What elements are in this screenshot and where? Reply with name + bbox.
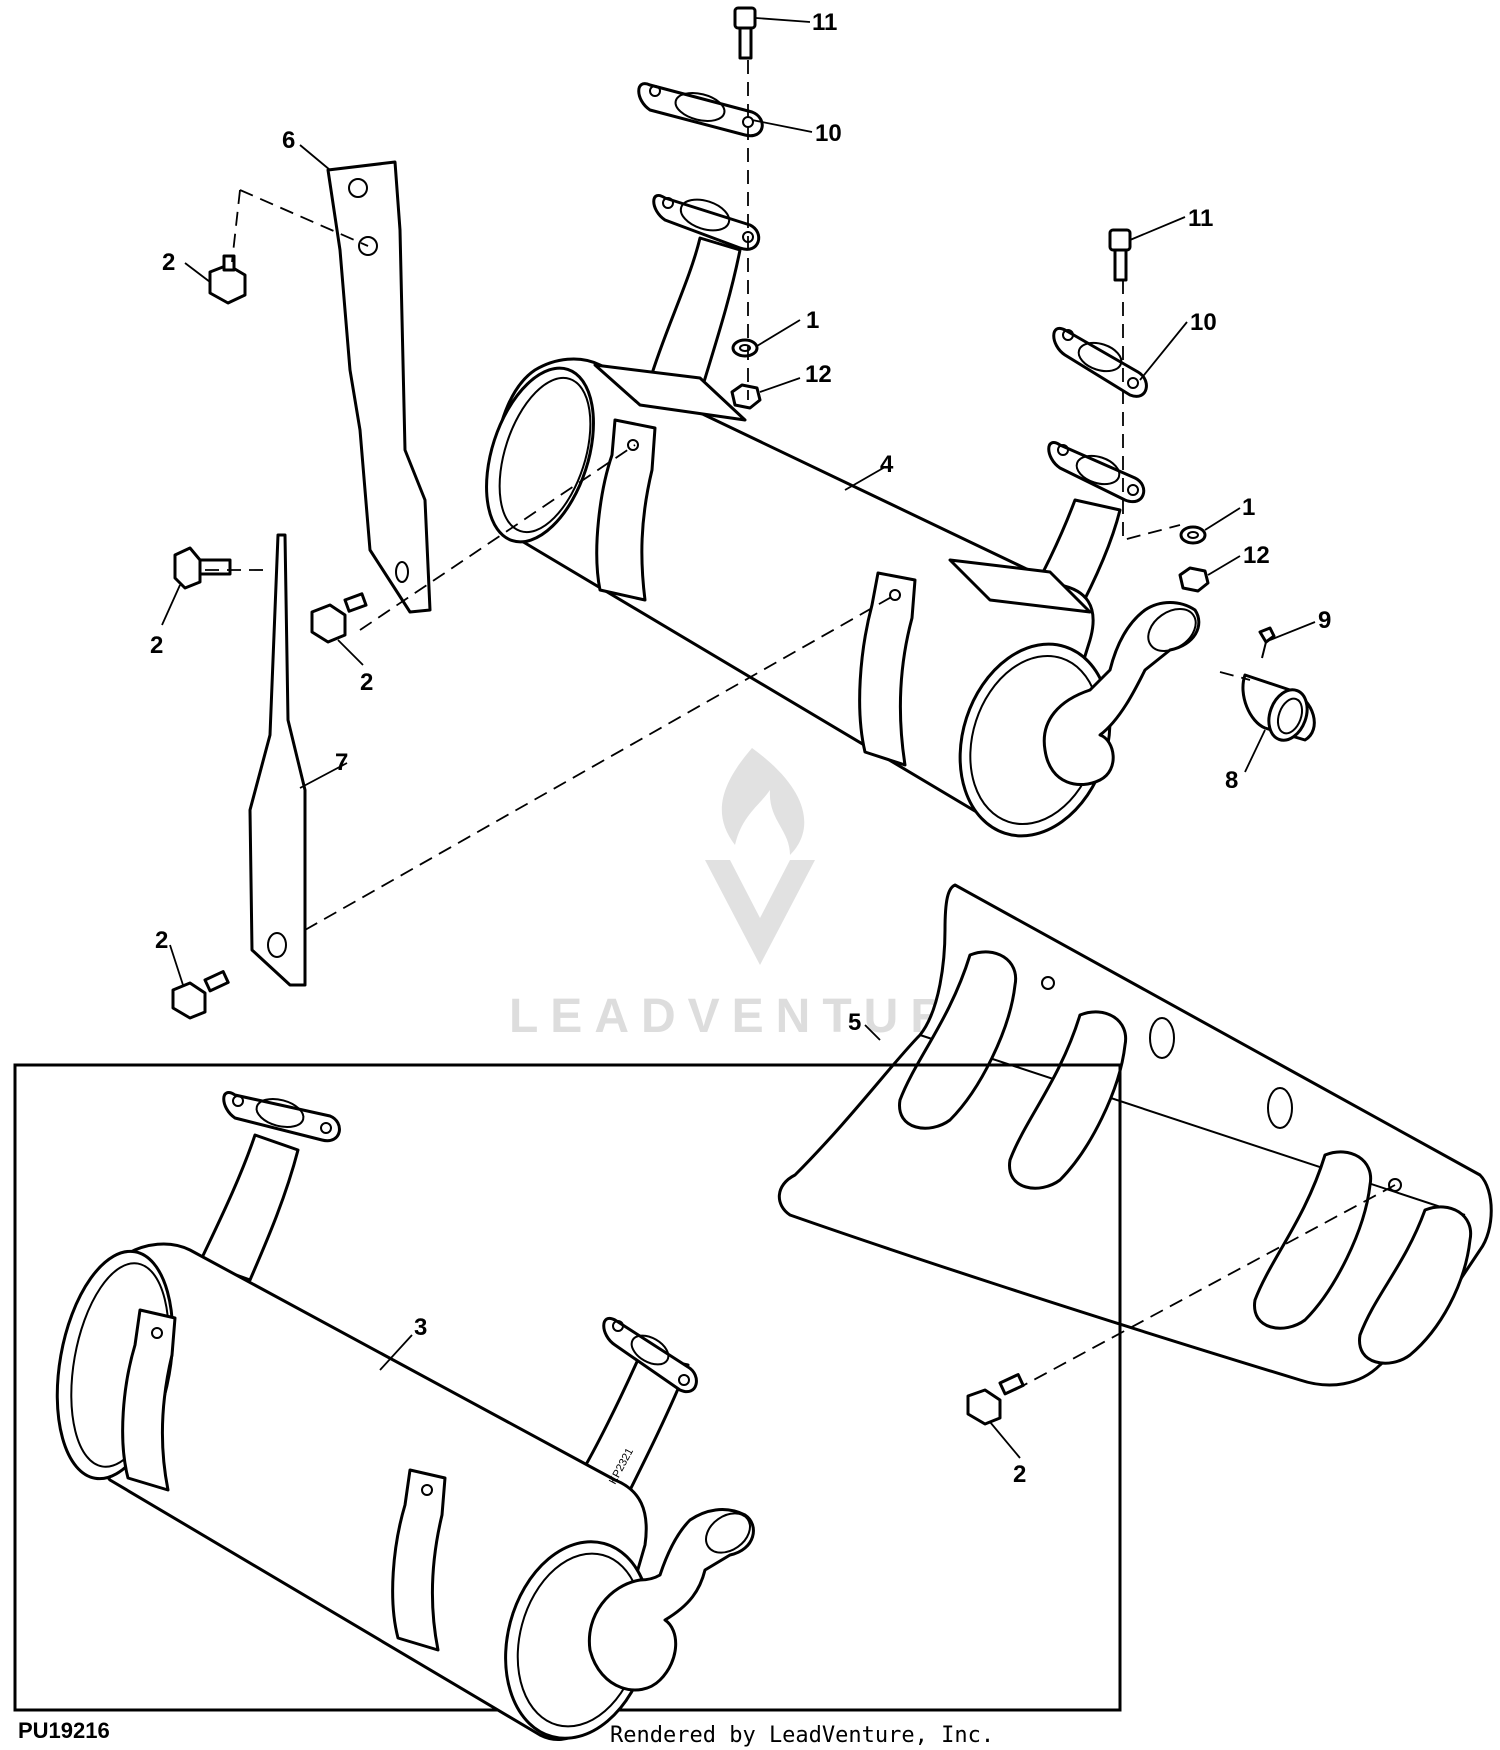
capscrew-right[interactable] <box>1108 228 1132 282</box>
muffler-assembly[interactable] <box>467 194 1204 855</box>
exhaust-clamp[interactable] <box>1241 673 1316 746</box>
callout-2-c: 2 <box>360 669 373 696</box>
callout-1-right: 1 <box>1242 494 1255 521</box>
callouts: 11 10 1 12 11 10 1 12 6 2 2 2 2 4 9 8 7 … <box>150 9 1331 1488</box>
callout-4: 4 <box>880 451 894 478</box>
capscrew-upper[interactable] <box>733 6 757 60</box>
gasket-upper[interactable] <box>637 82 764 138</box>
nut-upper[interactable] <box>730 383 762 410</box>
capscrew-2-c[interactable] <box>310 592 368 644</box>
callout-6: 6 <box>282 127 295 154</box>
assembly-lines <box>205 60 1396 1391</box>
callout-5: 5 <box>848 1009 861 1036</box>
capscrew-2-a[interactable] <box>208 254 247 305</box>
gasket-right[interactable] <box>1052 326 1148 398</box>
callout-7: 7 <box>335 749 348 776</box>
callout-10-upper: 10 <box>815 120 842 147</box>
inset-muffler-3[interactable]: KP2321 <box>41 1091 758 1750</box>
capscrew-2-e[interactable] <box>966 1373 1025 1426</box>
capscrew-2-b[interactable] <box>173 546 232 590</box>
nut-right[interactable] <box>1178 566 1210 593</box>
leader-lines <box>161 17 1316 1459</box>
callout-12-right: 12 <box>1243 542 1270 569</box>
lock-washer-upper[interactable] <box>731 338 759 358</box>
callout-9: 9 <box>1318 607 1331 634</box>
watermark-text: LEADVENTURE <box>509 990 1001 1043</box>
render-credit: Rendered by LeadVenture, Inc. <box>610 1723 994 1748</box>
bracket-7[interactable] <box>248 533 307 987</box>
callout-11-right: 11 <box>1188 205 1213 232</box>
bracket-6[interactable] <box>326 160 432 614</box>
callout-2-b: 2 <box>150 632 163 659</box>
callout-12-upper: 12 <box>805 361 832 388</box>
callout-8: 8 <box>1225 767 1238 794</box>
callout-1-upper: 1 <box>806 307 819 334</box>
heat-shield[interactable] <box>777 883 1493 1387</box>
callout-2-a: 2 <box>162 249 175 276</box>
callout-2-e: 2 <box>1013 1461 1026 1488</box>
lock-washer-right[interactable] <box>1179 525 1207 545</box>
callout-2-d: 2 <box>155 927 168 954</box>
capscrew-2-d[interactable] <box>171 970 230 1020</box>
clamp-screw[interactable] <box>1258 626 1276 659</box>
callout-3: 3 <box>414 1314 427 1341</box>
callout-11-upper: 11 <box>812 9 837 36</box>
leadventure-watermark: LEADVENTURE <box>509 748 1001 1043</box>
diagram-id: PU19216 <box>18 1718 110 1743</box>
callout-10-right: 10 <box>1190 309 1217 336</box>
